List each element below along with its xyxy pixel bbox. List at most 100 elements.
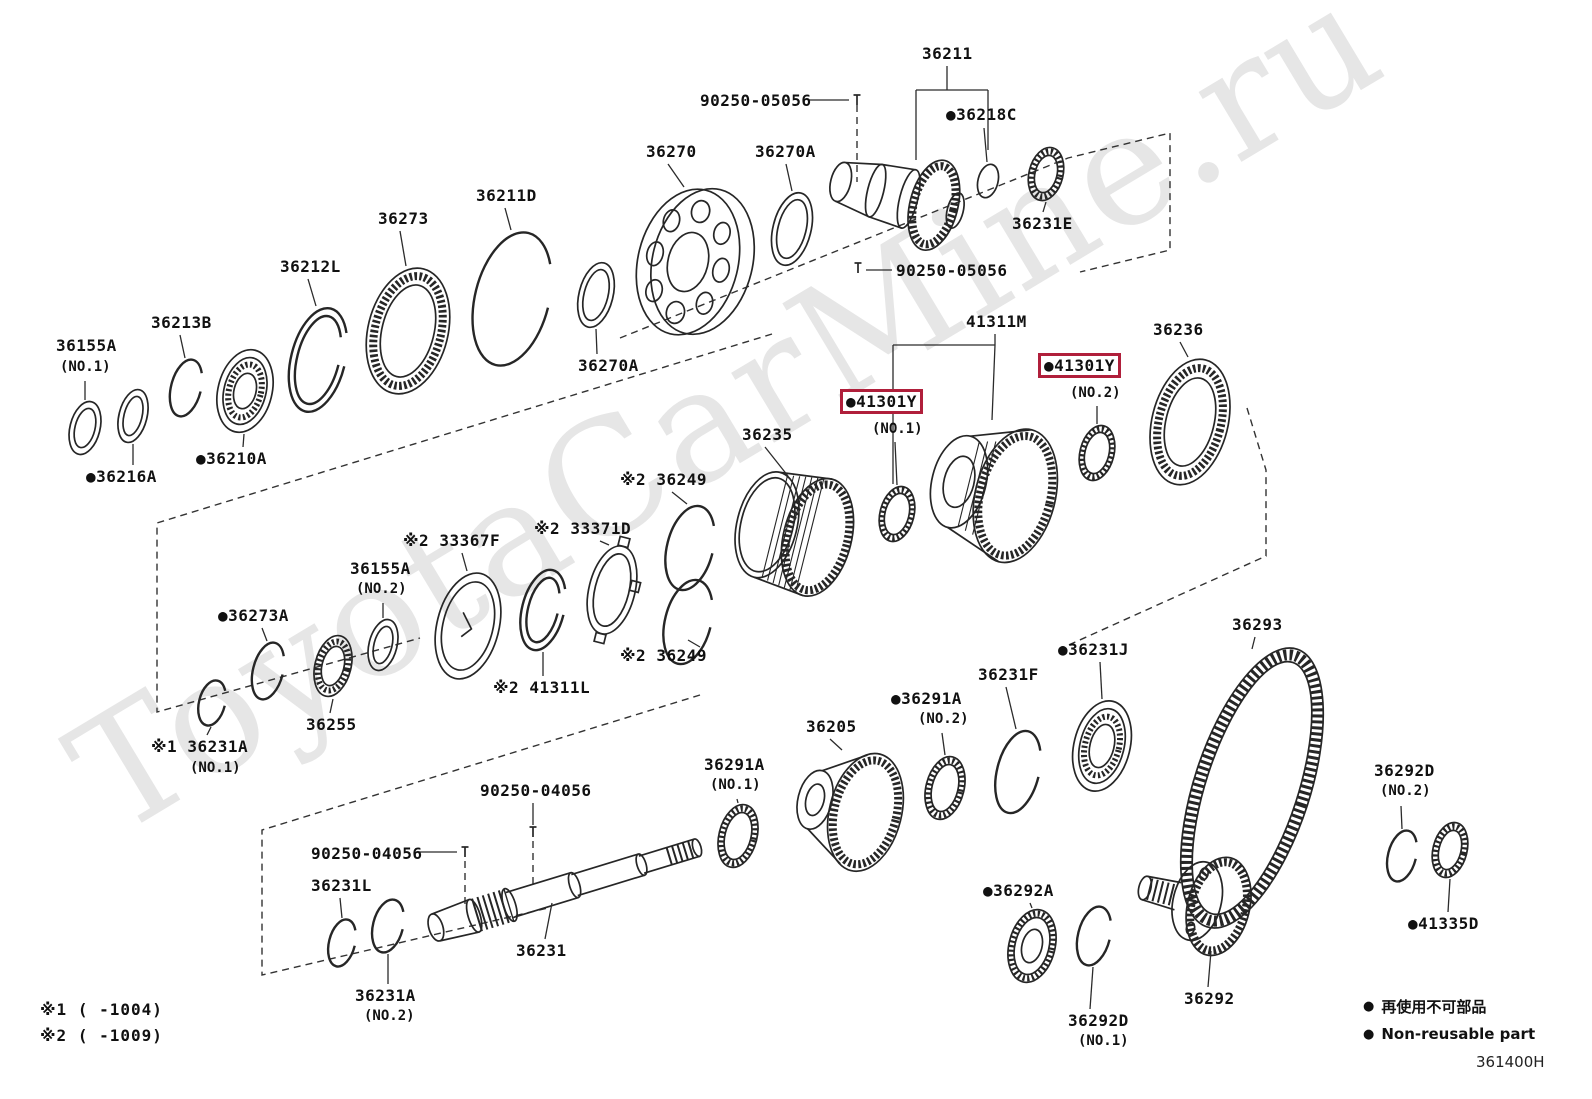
part-label-41335D: ●41335D bbox=[1408, 914, 1479, 933]
part-drawing-36273A bbox=[250, 641, 286, 701]
part-sublabel-36292D-no1: (NO.1) bbox=[1078, 1033, 1129, 1049]
bolt-icon bbox=[854, 262, 862, 273]
part-drawing-36231F bbox=[994, 729, 1042, 815]
footnote-2: ※2 ( -1009) bbox=[40, 1026, 163, 1045]
part-sublabel-41301Y-no1: (NO.1) bbox=[872, 421, 923, 437]
part-label-33371D: ※2 33371D bbox=[534, 519, 632, 538]
part-sublabel-36231A-no2: (NO.2) bbox=[364, 1008, 415, 1024]
part-label-41311L: ※2 41311L bbox=[493, 678, 591, 697]
part-label-36205: 36205 bbox=[806, 717, 857, 736]
part-drawing-36270A-mid bbox=[576, 261, 616, 329]
part-drawing-36292-sprocket bbox=[1137, 856, 1252, 957]
part-drawing-36211D bbox=[471, 231, 553, 367]
part-label-36155A-no1: 36155A bbox=[56, 336, 117, 355]
legend-row-en: ● Non-reusable part bbox=[1363, 1025, 1535, 1043]
part-label-36216A: ●36216A bbox=[86, 467, 157, 486]
part-label-36291A-no1: 36291A bbox=[704, 755, 765, 774]
part-drawing-36292A bbox=[1007, 908, 1057, 984]
part-drawing-36270A-top bbox=[770, 191, 814, 267]
part-drawing-33371D bbox=[586, 535, 642, 645]
part-sublabel-36291A-no1: (NO.1) bbox=[710, 777, 761, 793]
leader-lines bbox=[84, 66, 1451, 1010]
bolt-icon bbox=[853, 94, 861, 105]
part-drawing-36273 bbox=[365, 267, 451, 395]
part-label-36270: 36270 bbox=[646, 142, 697, 161]
part-drawing-36231J bbox=[1071, 700, 1133, 792]
part-label-36273: 36273 bbox=[378, 209, 429, 228]
part-label-90250-05056-mid: 90250-05056 bbox=[896, 261, 1008, 280]
legend: ● 再使用不可部品 ● Non-reusable part bbox=[1363, 996, 1535, 1051]
part-drawing-41301Y-no1 bbox=[878, 485, 916, 543]
non-reusable-dot-icon: ● bbox=[1363, 1026, 1375, 1042]
part-drawing-36292D-no2 bbox=[1385, 829, 1419, 883]
part-label-36231E: 36231E bbox=[1012, 214, 1073, 233]
legend-en-label: Non-reusable part bbox=[1381, 1025, 1536, 1043]
part-label-36231A-no1: ※1 36231A bbox=[151, 737, 249, 756]
part-drawing-36293-chain bbox=[1179, 647, 1325, 929]
part-label-36211: 36211 bbox=[922, 44, 973, 63]
bolt-icon bbox=[529, 826, 537, 837]
part-label-90250-04056-top: 90250-04056 bbox=[480, 781, 592, 800]
part-label-90250-04056-bottom: 90250-04056 bbox=[311, 844, 423, 863]
part-label-36231F: 36231F bbox=[978, 665, 1039, 684]
part-label-41301Y-no1[interactable]: ●41301Y bbox=[840, 389, 923, 414]
part-drawing-36231E bbox=[1027, 146, 1065, 202]
part-label-90250-05056-top: 90250-05056 bbox=[700, 91, 812, 110]
part-label-36249-top: ※2 36249 bbox=[620, 470, 707, 489]
part-drawing-33367F bbox=[434, 572, 502, 680]
part-drawing-36155A-no1 bbox=[68, 400, 102, 456]
part-label-36236: 36236 bbox=[1153, 320, 1204, 339]
part-label-36292A: ●36292A bbox=[983, 881, 1054, 900]
part-label-36231L: 36231L bbox=[311, 876, 372, 895]
part-sublabel-36155A-no1: (NO.1) bbox=[60, 359, 111, 375]
footnote-1: ※1 ( -1004) bbox=[40, 1000, 163, 1019]
part-drawing-36270-carrier bbox=[635, 187, 756, 336]
part-label-36235: 36235 bbox=[742, 425, 793, 444]
part-drawing-41335D bbox=[1431, 821, 1469, 879]
part-drawing-36205 bbox=[796, 752, 905, 873]
part-sublabel-36155A-no2: (NO.2) bbox=[356, 581, 407, 597]
part-label-36155A-no2: 36155A bbox=[350, 559, 411, 578]
part-label-36211D: 36211D bbox=[476, 186, 537, 205]
part-drawing-36236 bbox=[1149, 358, 1231, 486]
part-label-36291A-no2: ●36291A bbox=[891, 689, 962, 708]
part-label-36292D-no1: 36292D bbox=[1068, 1011, 1129, 1030]
part-drawing-36231-output-shaft bbox=[427, 838, 703, 942]
part-drawing-36155A-no2 bbox=[367, 618, 399, 672]
part-label-36249-bottom: ※2 36249 bbox=[620, 646, 707, 665]
part-label-36273A: ●36273A bbox=[218, 606, 289, 625]
part-label-36231J: ●36231J bbox=[1058, 640, 1129, 659]
part-label-36213B: 36213B bbox=[151, 313, 212, 332]
part-label-36270A-mid: 36270A bbox=[578, 356, 639, 375]
part-label-36293: 36293 bbox=[1232, 615, 1283, 634]
part-label-36212L: 36212L bbox=[280, 257, 341, 276]
part-drawing-36255 bbox=[313, 634, 353, 698]
part-label-41301Y-no2[interactable]: ●41301Y bbox=[1038, 353, 1121, 378]
part-label-36231A-no2: 36231A bbox=[355, 986, 416, 1005]
part-drawing-36249-bottom bbox=[662, 578, 714, 666]
bolt-icon bbox=[461, 846, 469, 857]
part-sublabel-36292D-no2: (NO.2) bbox=[1380, 783, 1431, 799]
part-label-36292D-no2: 36292D bbox=[1374, 761, 1435, 780]
part-label-36210A: ●36210A bbox=[196, 449, 267, 468]
part-drawing-36231A-no2 bbox=[370, 898, 406, 954]
part-sublabel-36231A-no1: (NO.1) bbox=[190, 760, 241, 776]
non-reusable-dot-icon: ● bbox=[1363, 999, 1375, 1014]
part-label-36255: 36255 bbox=[306, 715, 357, 734]
part-label-36231: 36231 bbox=[516, 941, 567, 960]
construction-dashed-lines bbox=[156, 105, 1267, 976]
part-drawing-36216A bbox=[117, 388, 149, 444]
part-drawing-41311M-hub bbox=[929, 428, 1059, 564]
part-sublabel-36291A-no2: (NO.2) bbox=[918, 711, 969, 727]
legend-row-jp: ● 再使用不可部品 bbox=[1363, 996, 1535, 1017]
part-drawing-36218C bbox=[976, 163, 1000, 199]
part-label-36292: 36292 bbox=[1184, 989, 1235, 1008]
part-sublabel-41301Y-no2: (NO.2) bbox=[1070, 385, 1121, 401]
part-label-36218C: ●36218C bbox=[946, 105, 1017, 124]
part-label-36270A-top: 36270A bbox=[755, 142, 816, 161]
part-label-33367F: ※2 33367F bbox=[403, 531, 501, 550]
legend-jp-label: 再使用不可部品 bbox=[1381, 998, 1487, 1016]
